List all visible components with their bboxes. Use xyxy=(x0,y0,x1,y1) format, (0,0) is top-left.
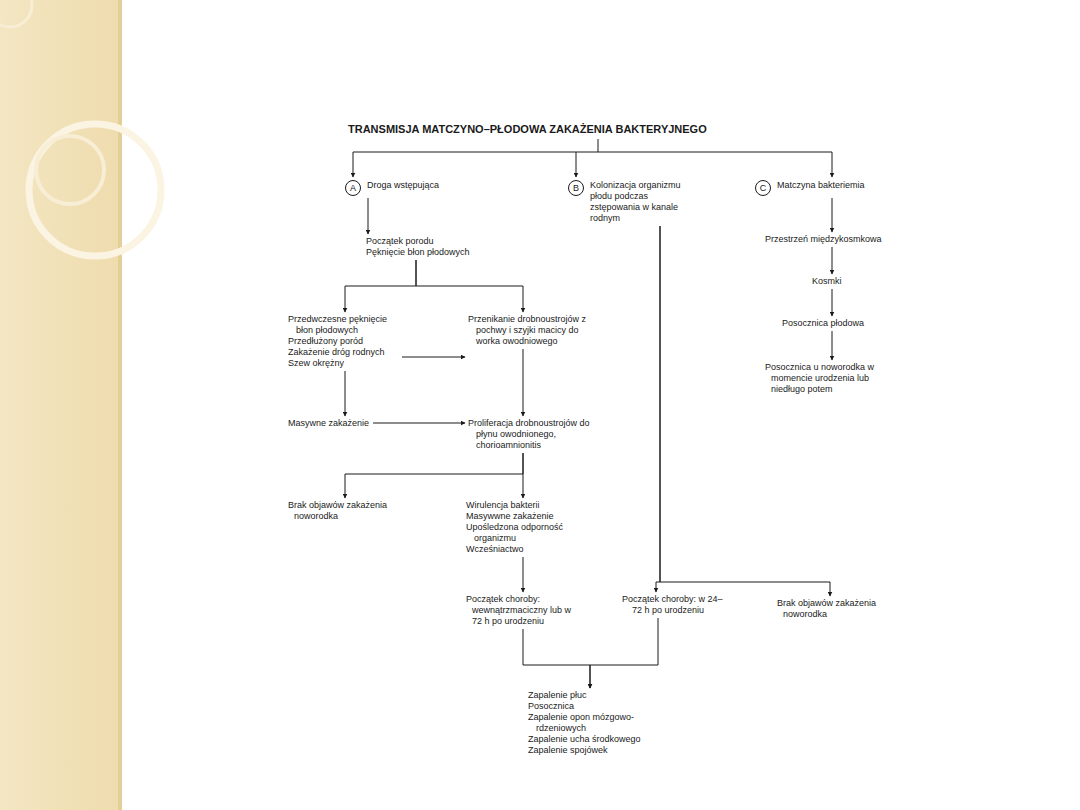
title-branches xyxy=(353,139,832,177)
flow-step: B Kolonizacja organizmu płodu podczas zst… xyxy=(568,180,688,224)
flow-step: Początek poroduPęknięcie błon płodowych xyxy=(366,236,470,258)
flow-step: Początek choroby: w 24–72 h po urodzeniu xyxy=(622,594,730,616)
flow-arrow xyxy=(656,226,660,592)
flow-step: C Matczyna bakteriemia xyxy=(755,180,865,196)
flow-step: Masywne zakażenie xyxy=(288,418,369,429)
step-text: Matczyna bakteriemia xyxy=(777,180,865,191)
step-text: Przestrzeń międzykosmkowa xyxy=(765,234,882,245)
deco-ring xyxy=(29,124,161,256)
step-text: Droga wstępująca xyxy=(367,180,439,191)
flow-step: Posocznica u noworodka w momencie urodze… xyxy=(765,362,877,395)
flow-arrow xyxy=(523,349,524,416)
flow-arrow xyxy=(402,357,465,358)
step-text: Upośledzona odporność organizmu xyxy=(466,522,574,544)
flow-arrow xyxy=(832,198,833,232)
step-text: Przedłużony poród xyxy=(288,336,398,347)
step-text: Przenikanie drobnoustrojów z pochwy i sz… xyxy=(468,314,588,347)
step-text: Początek choroby: w 24–72 h po urodzeniu xyxy=(622,594,730,616)
flow-step: Przenikanie drobnoustrojów z pochwy i sz… xyxy=(468,314,588,347)
flow-arrow xyxy=(523,557,524,592)
flow-arrow xyxy=(660,226,830,596)
deco-ring xyxy=(36,136,104,204)
step-text: Kosmki xyxy=(812,276,842,287)
flow-step: Kosmki xyxy=(812,276,842,287)
flow-step: Proliferacja drobnoustrojów do płynu owo… xyxy=(468,418,600,451)
flow-arrow xyxy=(832,289,833,316)
step-text: Kolonizacja organizmu płodu podczas zstę… xyxy=(590,180,688,224)
branch-letter: C xyxy=(755,180,771,196)
flow-arrow xyxy=(416,260,523,312)
flow-arrow xyxy=(832,247,833,274)
step-text: Posocznica płodowa xyxy=(782,318,864,329)
flow-arrow xyxy=(345,371,346,416)
flow-step: A Droga wstępująca xyxy=(345,180,439,196)
step-text: Posocznica xyxy=(528,701,644,712)
flow-arrow xyxy=(368,198,369,234)
deco-ring xyxy=(0,0,32,27)
step-text: Brak objawów zakażenia noworodka xyxy=(288,500,394,522)
flow-step: Przestrzeń międzykosmkowa xyxy=(765,234,882,245)
flow-arrow xyxy=(373,423,465,424)
step-text: Zapalenie opon mózgowo-rdzeniowych xyxy=(528,712,644,734)
flow-step: Brak objawów zakażenia noworodka xyxy=(288,500,394,522)
step-text: Wirulencja bakterii xyxy=(466,500,574,511)
step-text: Proliferacja drobnoustrojów do płynu owo… xyxy=(468,418,600,451)
step-text: Pęknięcie błon płodowych xyxy=(366,247,470,258)
branch-letter: A xyxy=(345,180,361,196)
step-text: Zakażenie dróg rodnych xyxy=(288,347,398,358)
step-text: Szew okrężny xyxy=(288,358,398,369)
step-text: Początek choroby: wewnątrzmaciczny lub w… xyxy=(466,594,578,627)
step-text: Wcześniactwo xyxy=(466,544,574,555)
flow-step: Posocznica płodowa xyxy=(782,318,864,329)
flow-arrow xyxy=(590,618,658,688)
flow-step: Zapalenie płucPosocznicaZapalenie opon m… xyxy=(528,690,644,756)
flow-step: Początek choroby: wewnątrzmaciczny lub w… xyxy=(466,594,578,627)
flow-arrow xyxy=(523,629,590,688)
diagram-title: TRANSMISJA MATCZYNO–PŁODOWA ZAKAŻENIA BA… xyxy=(348,123,707,135)
step-text: Zapalenie spojówek xyxy=(528,745,644,756)
step-text: Zapalenie płuc xyxy=(528,690,644,701)
step-text: Zapalenie ucha środkowego xyxy=(528,734,644,745)
flow-arrow xyxy=(832,331,833,360)
step-text: Początek porodu xyxy=(366,236,470,247)
step-text: Przedwczesne pęknięcie błon płodowych xyxy=(288,314,398,336)
branch-letter: B xyxy=(568,180,584,196)
flow-arrow xyxy=(345,453,523,498)
flow-step: Brak objawów zakażenia noworodka xyxy=(777,598,883,620)
band-edge xyxy=(118,0,122,810)
flow-arrow xyxy=(523,453,524,498)
step-text: Masywne zakażenie xyxy=(288,418,369,429)
flow-step: Wirulencja bakteriiMasywwne zakażenieUpo… xyxy=(466,500,574,555)
step-text: Masywwne zakażenie xyxy=(466,511,574,522)
flow-arrow xyxy=(345,260,416,312)
step-text: Brak objawów zakażenia noworodka xyxy=(777,598,883,620)
step-text: Posocznica u noworodka w momencie urodze… xyxy=(765,362,877,395)
flow-step: Przedwczesne pęknięcie błon płodowychPrz… xyxy=(288,314,398,369)
